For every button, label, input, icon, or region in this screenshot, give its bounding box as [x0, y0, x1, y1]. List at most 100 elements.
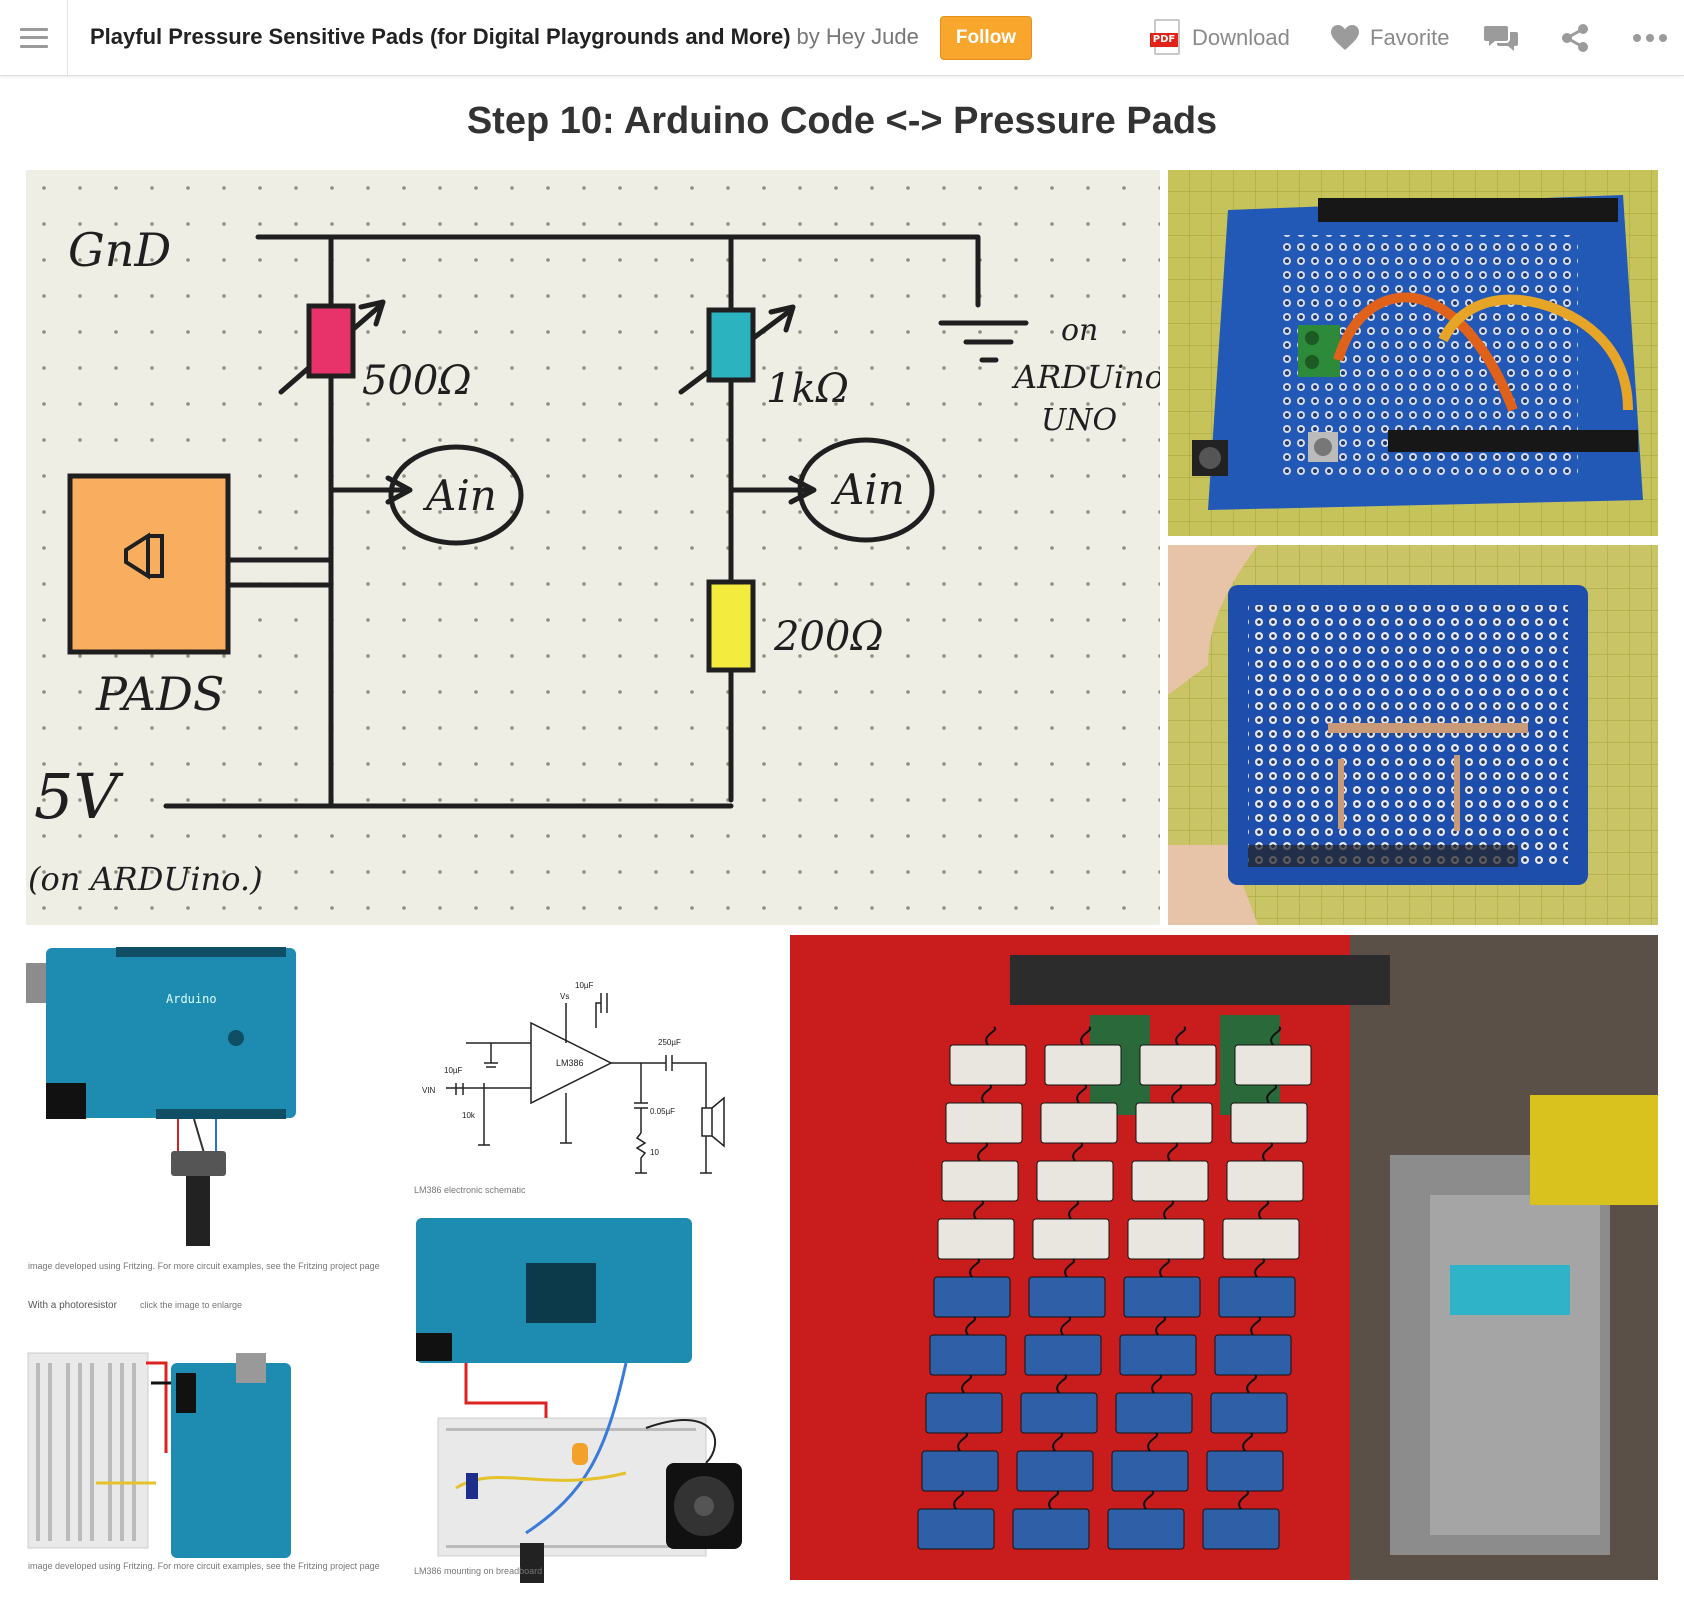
step-title: Step 10: Arduino Code <-> Pressure Pads [466, 100, 1218, 142]
pdf-icon: PDF [1150, 19, 1182, 57]
ain-label-2: Ain [830, 465, 905, 514]
wire-shape [969, 1258, 981, 1278]
arduino-board-shape [1234, 1044, 1312, 1086]
arduino-array-photo[interactable] [790, 935, 1658, 1580]
five-v-label: 5V [34, 760, 124, 833]
arduino-board-shape [1036, 1160, 1114, 1202]
fritzing-diagrams-collage[interactable]: Arduino image developed using Fritzing. … [26, 933, 792, 1583]
wire-shape [1167, 1142, 1179, 1162]
schematic-caption: LM386 electronic schematic [414, 1185, 526, 1195]
fritzing-caption-2: image developed using Fritzing. For more… [28, 1561, 380, 1571]
photoresistor-hint: click the image to enlarge [140, 1300, 242, 1310]
arduino-board-shape [1044, 1044, 1122, 1086]
proto-shield-top-photo[interactable] [1168, 170, 1658, 536]
download-label: Download [1192, 25, 1290, 50]
proto-shield-top-drawing [1168, 170, 1658, 536]
wire-shape [1056, 1374, 1068, 1394]
wire-shape [985, 1026, 997, 1046]
resistor-200-label: 200Ω [773, 614, 884, 660]
proto-shield-bottom-photo[interactable] [1168, 545, 1658, 925]
arduino-board-shape [1226, 1160, 1304, 1202]
circuit-sketch-image[interactable]: GnD 500Ω 1kΩ 200Ω Ain Ain on ARDUino UNO… [26, 170, 1160, 925]
breadboard-caption: LM386 mounting on breadboard [414, 1566, 542, 1576]
uno-label: UNO [1041, 403, 1117, 438]
on-arduino-label: (on ARDUino.) [28, 860, 263, 898]
favorite-button[interactable]: Favorite [1330, 18, 1449, 58]
arduino-board-shape [1222, 1218, 1300, 1260]
wire-shape [1060, 1316, 1072, 1336]
more-dots-icon [1633, 34, 1667, 42]
arduino-board-shape [1012, 1508, 1090, 1550]
wire-shape [973, 1200, 985, 1220]
wire-shape [981, 1084, 993, 1104]
top-navigation-bar: Playful Pressure Sensitive Pads (for Dig… [0, 0, 1684, 76]
arduino-board-shape [1127, 1218, 1205, 1260]
arduino-board-shape [1123, 1276, 1201, 1318]
wire-shape [965, 1316, 977, 1336]
hamburger-menu-button[interactable] [0, 0, 68, 75]
arduino-board-shape [949, 1044, 1027, 1086]
lm386-label: LM386 [556, 1058, 584, 1068]
pdf-tag: PDF [1150, 33, 1178, 47]
cap-10uf-in: 10µF [444, 1066, 463, 1075]
circuit-sketch-drawing: GnD 500Ω 1kΩ 200Ω Ain Ain on ARDUino UNO… [26, 170, 1160, 925]
wire-shape [1262, 1142, 1274, 1162]
wire-shape [1052, 1432, 1064, 1452]
heart-icon [1331, 25, 1359, 50]
download-button[interactable]: PDF Download [1150, 18, 1290, 58]
project-title[interactable]: Playful Pressure Sensitive Pads (for Dig… [90, 24, 791, 49]
wire-shape [1163, 1200, 1175, 1220]
comments-icon [1484, 26, 1518, 51]
cap-005uf: 0.05µF [650, 1107, 675, 1116]
proto-shield-bottom-drawing [1168, 545, 1658, 925]
wire-shape [1064, 1258, 1076, 1278]
arduino-board-shape [945, 1102, 1023, 1144]
arduino-board-shape [1020, 1392, 1098, 1434]
author-link[interactable]: by Hey Jude [796, 24, 919, 49]
wire-shape [1250, 1316, 1262, 1336]
wire-shape [1151, 1374, 1163, 1394]
follow-button[interactable]: Follow [940, 16, 1032, 60]
vs-label: Vs [560, 992, 569, 1001]
project-title-line: Playful Pressure Sensitive Pads (for Dig… [90, 24, 919, 50]
more-options-button[interactable] [1632, 18, 1668, 58]
share-button[interactable] [1560, 18, 1590, 58]
fritzing-caption-1: image developed using Fritzing. For more… [28, 1261, 380, 1271]
wire-shape [1242, 1432, 1254, 1452]
ain-label-1: Ain [422, 471, 497, 520]
wire-shape [957, 1432, 969, 1452]
wire-shape [1155, 1316, 1167, 1336]
wire-shape [1266, 1084, 1278, 1104]
menu-icon [19, 27, 48, 48]
fritzing-collage-drawing: Arduino image developed using Fritzing. … [26, 933, 792, 1583]
arduino-board-shape [1028, 1276, 1106, 1318]
gnd-label: GnD [68, 223, 171, 277]
arduino-board-shape [1111, 1450, 1189, 1492]
arduino-board-shape [1131, 1160, 1209, 1202]
arduino-board-shape [1032, 1218, 1110, 1260]
arduino-board-shape [1016, 1450, 1094, 1492]
arduino-board-shape [937, 1218, 1015, 1260]
arduino-label: ARDUino [1011, 358, 1160, 396]
photoresistor-heading: With a photoresistor [28, 1300, 118, 1311]
comments-button[interactable] [1484, 18, 1520, 58]
arduino-array-drawing [790, 935, 1658, 1580]
pads-label: PADS [95, 667, 224, 721]
arduino-board-shape [1206, 1450, 1284, 1492]
wire-shape [1258, 1200, 1270, 1220]
wire-shape [1238, 1490, 1250, 1510]
arduino-board-shape [1202, 1508, 1280, 1550]
resistor-10: 10 [650, 1148, 659, 1157]
arduino-board-shape [917, 1508, 995, 1550]
wire-shape [1076, 1084, 1088, 1104]
arduino-board-shape [1218, 1276, 1296, 1318]
share-icon [1562, 24, 1588, 52]
wire-shape [961, 1374, 973, 1394]
arduino-board-shape [1024, 1334, 1102, 1376]
arduino-board-shape [1214, 1334, 1292, 1376]
arduino-board-shape [1115, 1392, 1193, 1434]
wire-shape [1147, 1432, 1159, 1452]
wire-shape [1246, 1374, 1258, 1394]
wire-shape [1254, 1258, 1266, 1278]
arduino-board-shape [1119, 1334, 1197, 1376]
